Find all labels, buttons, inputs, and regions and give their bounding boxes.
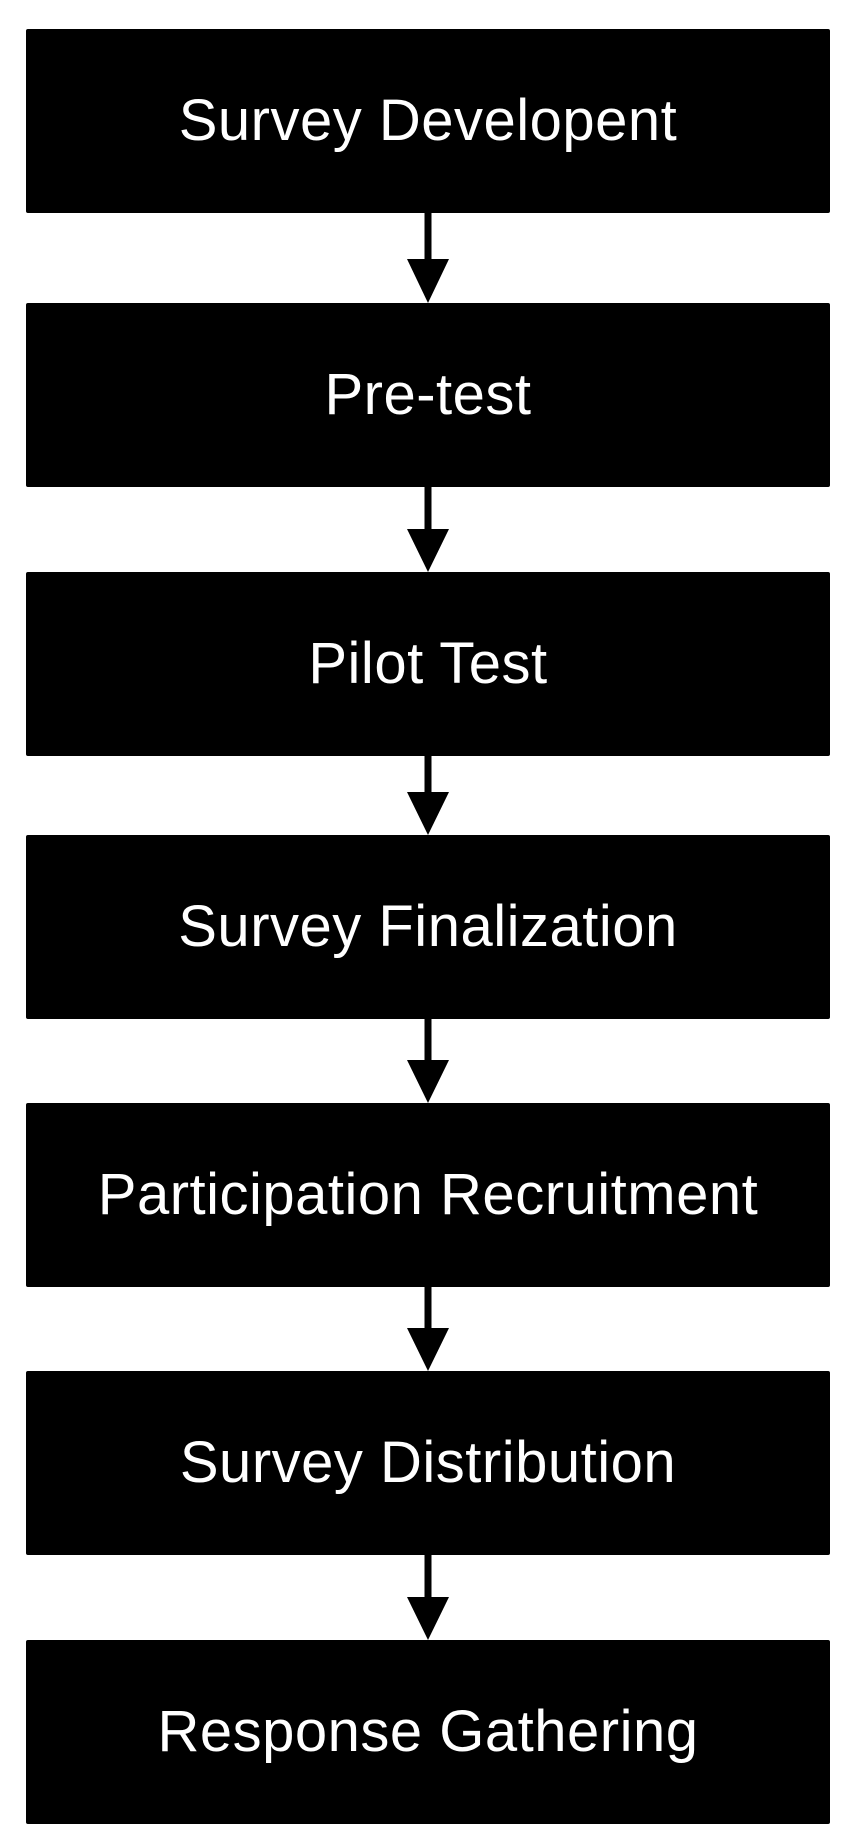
step-survey-distribution-box: Survey Distribution: [26, 1371, 830, 1555]
step-participation-recruitment-box: Participation Recruitment: [26, 1103, 830, 1287]
step-label: Pre-test: [324, 362, 532, 427]
step-label: Participation Recruitment: [97, 1162, 759, 1227]
step-label: Survey Finalization: [178, 894, 678, 959]
arrow-down-icon: [407, 487, 449, 572]
arrow-down-icon: [407, 1287, 449, 1371]
arrow-down-icon: [407, 1019, 449, 1103]
arrow-down-icon: [407, 756, 449, 835]
step-pilot-test-box: Pilot Test: [26, 572, 830, 756]
arrow-down-icon: [407, 1555, 449, 1640]
step-response-gathering-box: Response Gathering: [26, 1640, 830, 1824]
step-label: Pilot Test: [308, 631, 548, 696]
step-survey-development-box: Survey Developent: [26, 29, 830, 213]
step-label: Response Gathering: [157, 1699, 699, 1764]
arrow-down-icon: [407, 213, 449, 303]
step-survey-finalization-box: Survey Finalization: [26, 835, 830, 1019]
step-label: Survey Distribution: [179, 1430, 677, 1495]
step-pre-test-box: Pre-test: [26, 303, 830, 487]
step-label: Survey Developent: [178, 88, 678, 153]
